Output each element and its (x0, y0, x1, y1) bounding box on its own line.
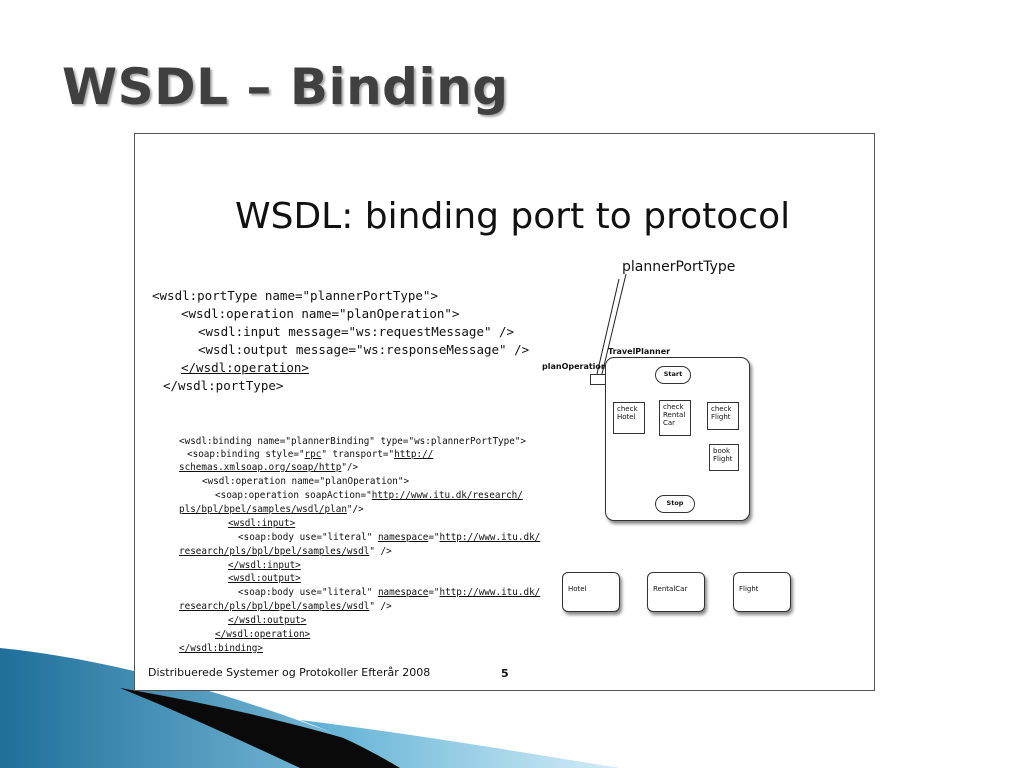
embedded-slide-footer: Distribuerede Systemer og Protokoller Ef… (148, 666, 431, 679)
code-line: </wsdl:operation> (181, 360, 309, 375)
travel-planner-panel (605, 357, 750, 521)
code-line: <wsdl:portType name="plannerPortType"> (152, 288, 438, 303)
code-line: <soap:body use="literal" namespace="http… (238, 587, 541, 598)
code-line: <soap:body use="literal" namespace="http… (238, 532, 541, 543)
plan-operation-label: planOperation (542, 362, 607, 371)
check-flight-node: check Flight (707, 402, 739, 430)
code-line: <soap:binding style="rpc" transport="htt… (187, 449, 434, 460)
page-number: 5 (501, 667, 509, 680)
check-hotel-node: check Hotel (613, 402, 645, 434)
book-flight-node: book Flight (709, 444, 739, 471)
operation-port (590, 374, 606, 385)
code-line: <wsdl:output> (228, 573, 301, 584)
code-line: </wsdl:binding> (179, 643, 263, 654)
rentalcar-service: RentalCar (647, 572, 705, 612)
stop-node: Stop (655, 495, 695, 513)
hotel-service: Hotel (562, 572, 620, 612)
code-line: research/pls/bpl/bpel/samples/wsdl" /> (179, 546, 392, 557)
code-line: </wsdl:portType> (163, 378, 284, 393)
check-rental-car-node: check Rental Car (659, 400, 691, 436)
embedded-slide: WSDL: binding port to protocol <wsdl:por… (134, 133, 875, 691)
code-line: <wsdl:operation name="planOperation"> (181, 306, 460, 321)
code-line: <wsdl:input message="ws:requestMessage" … (198, 324, 515, 339)
code-line: <wsdl:input> (228, 518, 296, 529)
code-line: research/pls/bpl/bpel/samples/wsdl" /> (179, 601, 392, 612)
code-line: <soap:operation soapAction="http://www.i… (215, 490, 523, 501)
code-line: </wsdl:input> (228, 560, 301, 571)
code-line: <wsdl:output message="ws:responseMessage… (198, 342, 530, 357)
embedded-slide-title: WSDL: binding port to protocol (235, 196, 791, 237)
code-line: schemas.xmlsoap.org/soap/http"/> (179, 462, 359, 473)
slide-title: WSDL – Binding (62, 58, 509, 116)
code-line: </wsdl:operation> (215, 629, 311, 640)
flight-service: Flight (733, 572, 791, 612)
code-line: pls/bpl/bpel/samples/wsdl/plan"/> (179, 504, 364, 515)
port-type-label: plannerPortType (622, 259, 736, 275)
travel-planner-label: TravelPlanner (608, 347, 671, 356)
code-line: <wsdl:operation name="planOperation"> (202, 476, 410, 487)
start-node: Start (655, 366, 691, 384)
code-line: </wsdl:output> (228, 615, 307, 626)
code-line: <wsdl:binding name="plannerBinding" type… (179, 436, 527, 447)
